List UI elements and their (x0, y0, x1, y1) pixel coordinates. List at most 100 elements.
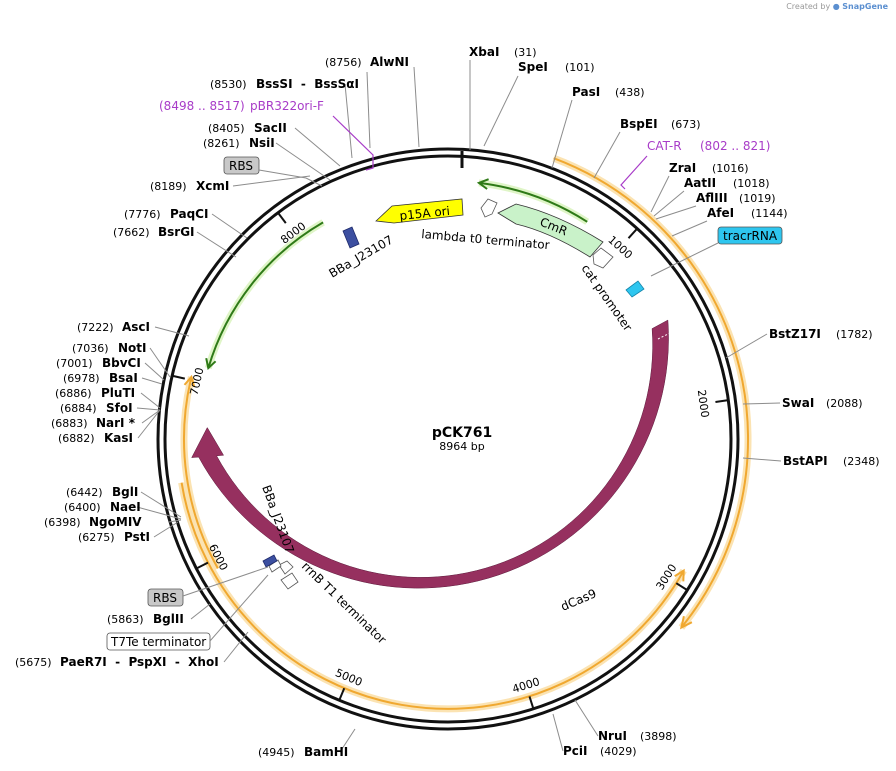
site-leader-12 (552, 713, 564, 752)
site-asci-pos: (7222) (77, 321, 114, 334)
feature-rbs-bottom[interactable]: RBS (147, 566, 269, 607)
site-paqci[interactable]: (7776)PaqCI (124, 207, 208, 221)
tick-label-2000: 2000 (695, 389, 712, 419)
site-xbai-name: XbaI (469, 45, 499, 59)
site-bsai-name: BsaI (109, 371, 138, 385)
feature-cmr[interactable]: CmR (497, 203, 604, 258)
site-bamhi[interactable]: (4945)BamHI (258, 745, 348, 759)
tracrrna-arrow (625, 280, 645, 298)
rbs-bottom-box (147, 588, 184, 607)
orf-arrowhead-dcas9-outer (679, 615, 693, 630)
site-pluti-pos: (6886) (55, 387, 92, 400)
orf-arrowhead-left-green (205, 357, 217, 371)
site-leader-lines (136, 60, 782, 753)
site-bglii[interactable]: (5863)BglII (107, 612, 184, 626)
site-leader-15 (190, 603, 211, 620)
site-nrui[interactable]: NruI(3898) (598, 729, 677, 743)
site-bsssi-bsssai[interactable]: (8530)BssSI - BssSαI (210, 77, 359, 91)
site-pluti[interactable]: (6886) PluTI (55, 386, 135, 400)
site-bamhi-pos: (4945) (258, 746, 295, 759)
site-nsii[interactable]: (8261)NsiI (203, 136, 275, 150)
site-leader-23 (140, 392, 161, 409)
site-sfoi[interactable]: (6884) SfoI (60, 401, 133, 415)
site-leader-8 (725, 333, 768, 359)
plasmid-length: 8964 bp (439, 440, 484, 453)
dcas9-break-bottom (518, 646, 525, 663)
lambda-t0-terminator-label[interactable]: lambda t0 terminator (421, 227, 551, 252)
site-ngomiv[interactable]: (6398)NgoMIV (44, 515, 142, 529)
site-afei-name: AfeI (707, 206, 734, 220)
site-aatii[interactable]: AatII(1018) (684, 176, 770, 190)
site-ngomiv-pos: (6398) (44, 516, 81, 529)
feature-tracrrna-box[interactable]: tracrRNA (650, 226, 783, 277)
site-nari[interactable]: (6883)NarI * (51, 416, 136, 430)
feature-p15a-ori[interactable]: p15A ori (375, 198, 464, 224)
site-afei-pos: (1144) (751, 207, 788, 220)
site-leader-1 (483, 75, 519, 147)
site-bsrgi-name: BsrGI (158, 225, 195, 239)
orf-arrowhead-cmr (476, 178, 489, 190)
site-swai[interactable]: SwaI(2088) (782, 396, 863, 410)
primer-cat-r-range: (802 .. 821) (700, 139, 770, 153)
dcas9-arc (191, 319, 669, 589)
feature-rbs-top[interactable]: RBS (223, 156, 323, 187)
site-psti[interactable]: (6275)PstI (78, 530, 150, 544)
site-bbvci-name: BbvCI (102, 356, 141, 370)
feature-t7te-terminator[interactable]: T7Te terminator (106, 574, 269, 651)
site-naei[interactable]: (6400)NaeI (64, 500, 141, 514)
site-leader-3 (593, 131, 621, 179)
site-sfoi-name: SfoI (106, 401, 133, 415)
rbs-bottom-label: RBS (153, 591, 177, 605)
site-bstapi-pos: (2348) (843, 455, 880, 468)
site-leader-21 (141, 409, 161, 424)
site-bbvci[interactable]: (7001)BbvCI (56, 356, 141, 370)
site-kasi-name: KasI (104, 431, 133, 445)
primer-pbr322ori-f[interactable]: (8498 .. 8517) pBR322ori-F (159, 99, 374, 171)
site-pasi[interactable]: PasI(438) (572, 85, 645, 99)
site-bstapi-name: BstAPI (783, 454, 828, 468)
site-alwni[interactable]: (8756)AlwNI (325, 55, 409, 69)
site-leader-25 (144, 362, 165, 381)
site-bspei[interactable]: BspEI (673) (620, 117, 701, 131)
watermark-brand: SnapGene (842, 2, 888, 11)
site-bstapi[interactable]: BstAPI (2348) (783, 454, 880, 468)
primer-cat-r-name: CAT-R (647, 139, 682, 153)
site-xcmi[interactable]: (8189)XcmI (150, 179, 229, 193)
site-noti[interactable]: (7036)NotI (72, 341, 147, 355)
snapgene-logo: ● (832, 2, 840, 11)
site-pluti-name: PluTI (101, 386, 135, 400)
cat-promoter-label[interactable]: cat promoter (579, 262, 635, 334)
site-kasi[interactable]: (6882)KasI (58, 431, 133, 445)
site-leader-16 (153, 521, 179, 538)
site-pcii-name: PciI (563, 744, 588, 758)
site-spei[interactable]: SpeI(101) (518, 60, 595, 74)
site-pcii[interactable]: PciI(4029) (563, 744, 637, 758)
orf-arrow-left-green (207, 221, 324, 369)
site-bsai[interactable]: (6978) BsaI (63, 371, 138, 385)
bba-j23107-top-label[interactable]: BBa_J23107 (327, 233, 396, 281)
site-bstz17i[interactable]: BstZ17I(1782) (769, 327, 873, 341)
site-asci-name: AscI (122, 320, 150, 334)
cmr-arrow (497, 203, 604, 258)
site-afliii[interactable]: AflIII(1019) (696, 191, 776, 205)
site-noti-pos: (7036) (72, 342, 109, 355)
site-bspei-name: BspEI (620, 117, 658, 131)
site-bspei-pos: (673) (671, 118, 701, 131)
site-sacii[interactable]: (8405)SacII (208, 121, 287, 135)
site-bsrgi[interactable]: (7662)BsrGI (113, 225, 195, 239)
orf-glow-left-green (204, 219, 325, 370)
site-leader-4 (650, 175, 670, 213)
site-xbai[interactable]: XbaI(31) (469, 45, 537, 59)
primer-cat-r[interactable]: CAT-R (802 .. 821) (620, 139, 770, 190)
site-sfoi-pos: (6884) (60, 402, 97, 415)
site-afei[interactable]: AfeI (1144) (707, 206, 788, 220)
site-bsai-pos: (6978) (63, 372, 100, 385)
plasmid-name: pCK761 (432, 425, 492, 441)
site-zrai[interactable]: ZraI(1016) (669, 161, 749, 175)
orf-arrow-outer-left (183, 376, 219, 569)
site-asci[interactable]: (7222) AscI (77, 320, 150, 334)
site-bgli[interactable]: (6442)BglI (66, 485, 138, 499)
site-paer7i-pspxi-xhoi[interactable]: (5675)PaeR7I - PspXI - XhoI (15, 655, 219, 669)
dcas9-break-top (657, 331, 673, 340)
tracrrna-leader (650, 242, 719, 277)
